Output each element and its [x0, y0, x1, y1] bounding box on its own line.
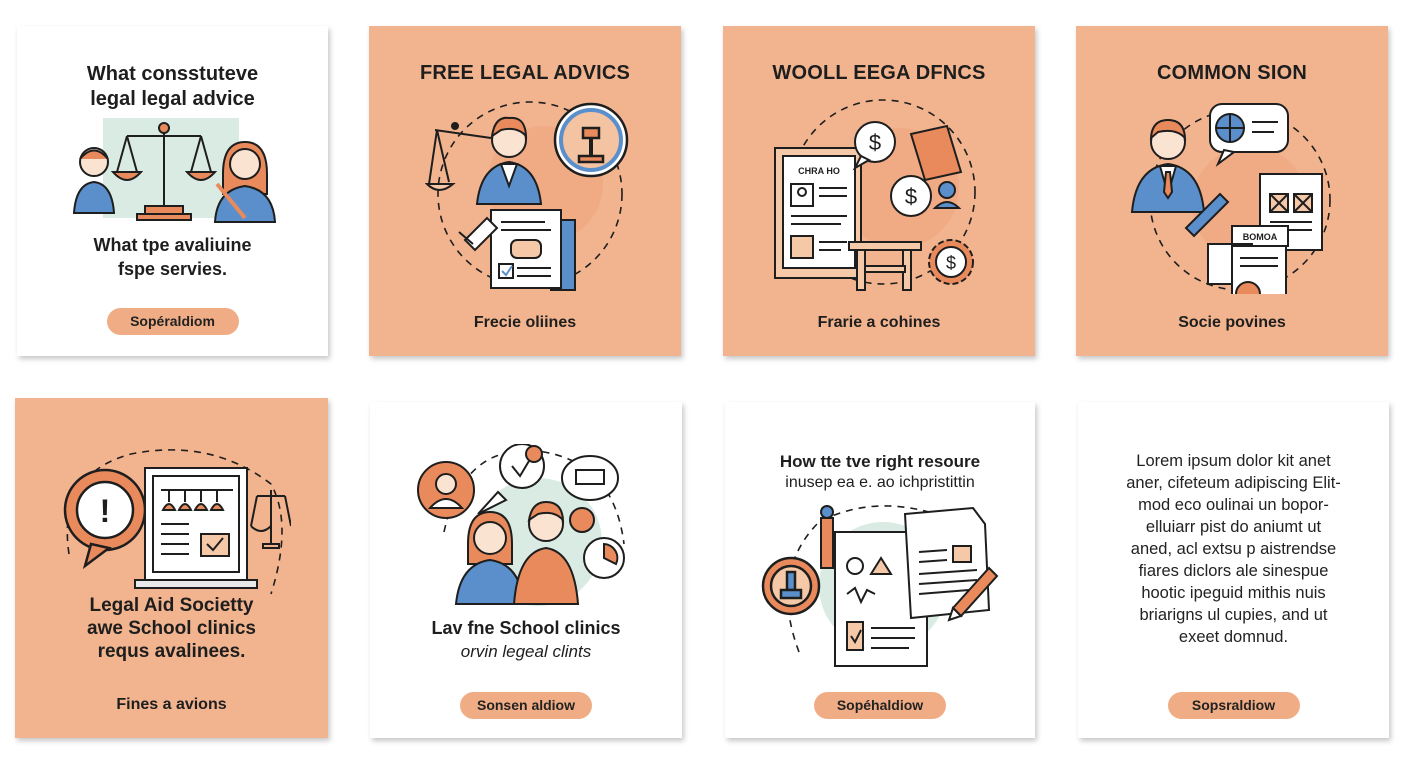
- card-title-line-1: Lav fne School clinics: [431, 618, 621, 638]
- card-title-line-2: orvin legeal clints: [460, 642, 592, 661]
- card-law-school-clinics: Lav fne School clinics orvin legeal clin…: [370, 402, 682, 738]
- card-what-constitutes-legal-advice: What consstuteve legal legal advice: [17, 26, 328, 356]
- card-footer: Frecie oliines: [473, 314, 577, 331]
- card-footer: Fines a avions: [116, 696, 227, 713]
- gavel-badge-icon: [553, 102, 629, 178]
- card-action-button[interactable]: Sonsen aldiow: [460, 692, 592, 719]
- lorem-line-8: briarigns ul cupies, and ut: [1139, 606, 1328, 624]
- scales-icon: [250, 490, 291, 549]
- card-title-line-2: legal legal advice: [90, 88, 255, 110]
- scales-icon: [110, 122, 218, 221]
- svg-text:!: !: [100, 493, 111, 529]
- document-icon: [903, 506, 991, 620]
- card-free-legal-advice: FREE LEGAL ADVICS: [369, 26, 681, 356]
- document-label: BOMOA: [1243, 232, 1278, 242]
- card-footer: Frarie a cohines: [817, 314, 941, 331]
- alert-icon: !: [63, 468, 147, 570]
- card-footer: Socie povines: [1178, 314, 1286, 331]
- avatar-badge-icon: [417, 461, 475, 519]
- gear-icon: $: [928, 239, 974, 285]
- card-legal-aid-society: ! Legal Aid Societty awe School clinics …: [15, 398, 328, 738]
- law-school-clinics-illustration: [417, 444, 625, 606]
- lawyer-person-icon: [475, 116, 543, 205]
- card-title-line-3: requs avalinees.: [97, 641, 246, 662]
- woman-person-icon: [213, 140, 277, 223]
- card-title-line-1: What consstuteve: [86, 63, 259, 85]
- man-person-icon: [512, 500, 580, 605]
- globe-chat-bubble-icon: [1209, 103, 1289, 168]
- lorem-line-2: aner, cifeteum adipiscing Elit-: [1126, 474, 1341, 492]
- common-session-illustration: BOMOA: [1130, 103, 1331, 294]
- woman-person-icon: [454, 510, 526, 605]
- free-legal-advice-illustration: [425, 101, 629, 291]
- pin-icon: [820, 505, 834, 569]
- document-icon: [834, 531, 928, 667]
- flag-chat-bubble-icon: [561, 455, 619, 501]
- lawyer-person-icon: [1130, 118, 1206, 213]
- lorem-line-6: fiares diclors ale sinespue: [1138, 562, 1329, 580]
- card-wooll-eega-dfncs: WOOLL EEGA DFNCS CHRA HO $ $: [723, 26, 1035, 356]
- checkbox-icon: [498, 263, 514, 279]
- card-right-resource: How tte tve right resoure inusep ea e. a…: [725, 402, 1035, 738]
- legal-aid-illustration: !: [63, 449, 291, 595]
- bench-icon: [848, 241, 922, 291]
- laptop-document-icon: [134, 467, 258, 589]
- card-title: WOOLL EEGA DFNCS: [772, 62, 986, 84]
- card-subtitle-line-1: What tpe avaliuine: [93, 235, 252, 255]
- dollar-chat-bubble-icon: $: [852, 121, 896, 171]
- right-resource-illustration: [761, 505, 999, 667]
- document-label: CHRA HO: [798, 166, 840, 176]
- clock-icon: [569, 507, 625, 579]
- document-icon: CHRA HO: [774, 147, 862, 279]
- chat-bubble-icon: [477, 444, 545, 515]
- lorem-line-3: mod eco oulinai un bopor-: [1138, 496, 1329, 514]
- svg-text:$: $: [946, 253, 956, 273]
- card-title-line-2: awe School clinics: [87, 618, 256, 639]
- card-action-button[interactable]: Sopéraldiom: [106, 308, 239, 335]
- legal-defense-illustration: CHRA HO $ $: [774, 99, 976, 291]
- lorem-line-5: aned, acl extsu p aistrendse: [1130, 540, 1337, 558]
- card-title: COMMON SION: [1157, 62, 1307, 84]
- card-title-line-1: Legal Aid Societty: [89, 595, 254, 616]
- card-common-sion: COMMON SION BOMOA: [1076, 26, 1388, 356]
- pen-icon: [947, 566, 999, 622]
- card-action-button[interactable]: Sopsraldiow: [1167, 692, 1300, 719]
- card-lorem-ipsum: Lorem ipsum dolor kit anet aner, cifeteu…: [1078, 402, 1389, 738]
- card-title-line-1: How tte tve right resoure: [779, 452, 981, 471]
- pen-icon: [1184, 192, 1230, 238]
- folder-icon: [909, 124, 963, 182]
- stamp-icon: [761, 556, 821, 616]
- pen-icon: [458, 216, 499, 252]
- child-person-icon: [72, 147, 116, 214]
- dollar-icon: $: [869, 130, 881, 155]
- lorem-line-7: hootic ipeguid mithis nuis: [1141, 584, 1326, 602]
- checkbox-icon: [200, 533, 230, 557]
- lorem-line-9: exeet domnud.: [1178, 628, 1289, 646]
- card-subtitle-line-2: fspe servies.: [117, 259, 228, 279]
- lorem-line-1: Lorem ipsum dolor kit anet: [1136, 452, 1331, 470]
- svg-text:$: $: [905, 184, 917, 209]
- document-icon: [490, 209, 576, 291]
- card-title-line-2: inusep ea e. ao ichpristittin: [785, 474, 975, 491]
- card-title: FREE LEGAL ADVICS: [419, 62, 631, 84]
- lorem-line-4: elluiarr pist do aniumt ut: [1145, 518, 1322, 536]
- scales-icon: [425, 122, 492, 191]
- document-icon: BOMOA: [1207, 173, 1323, 294]
- card-action-button[interactable]: Sopéhaldiow: [814, 692, 946, 719]
- dollar-badge-icon: $: [890, 175, 962, 217]
- scales-people-illustration: [72, 118, 277, 223]
